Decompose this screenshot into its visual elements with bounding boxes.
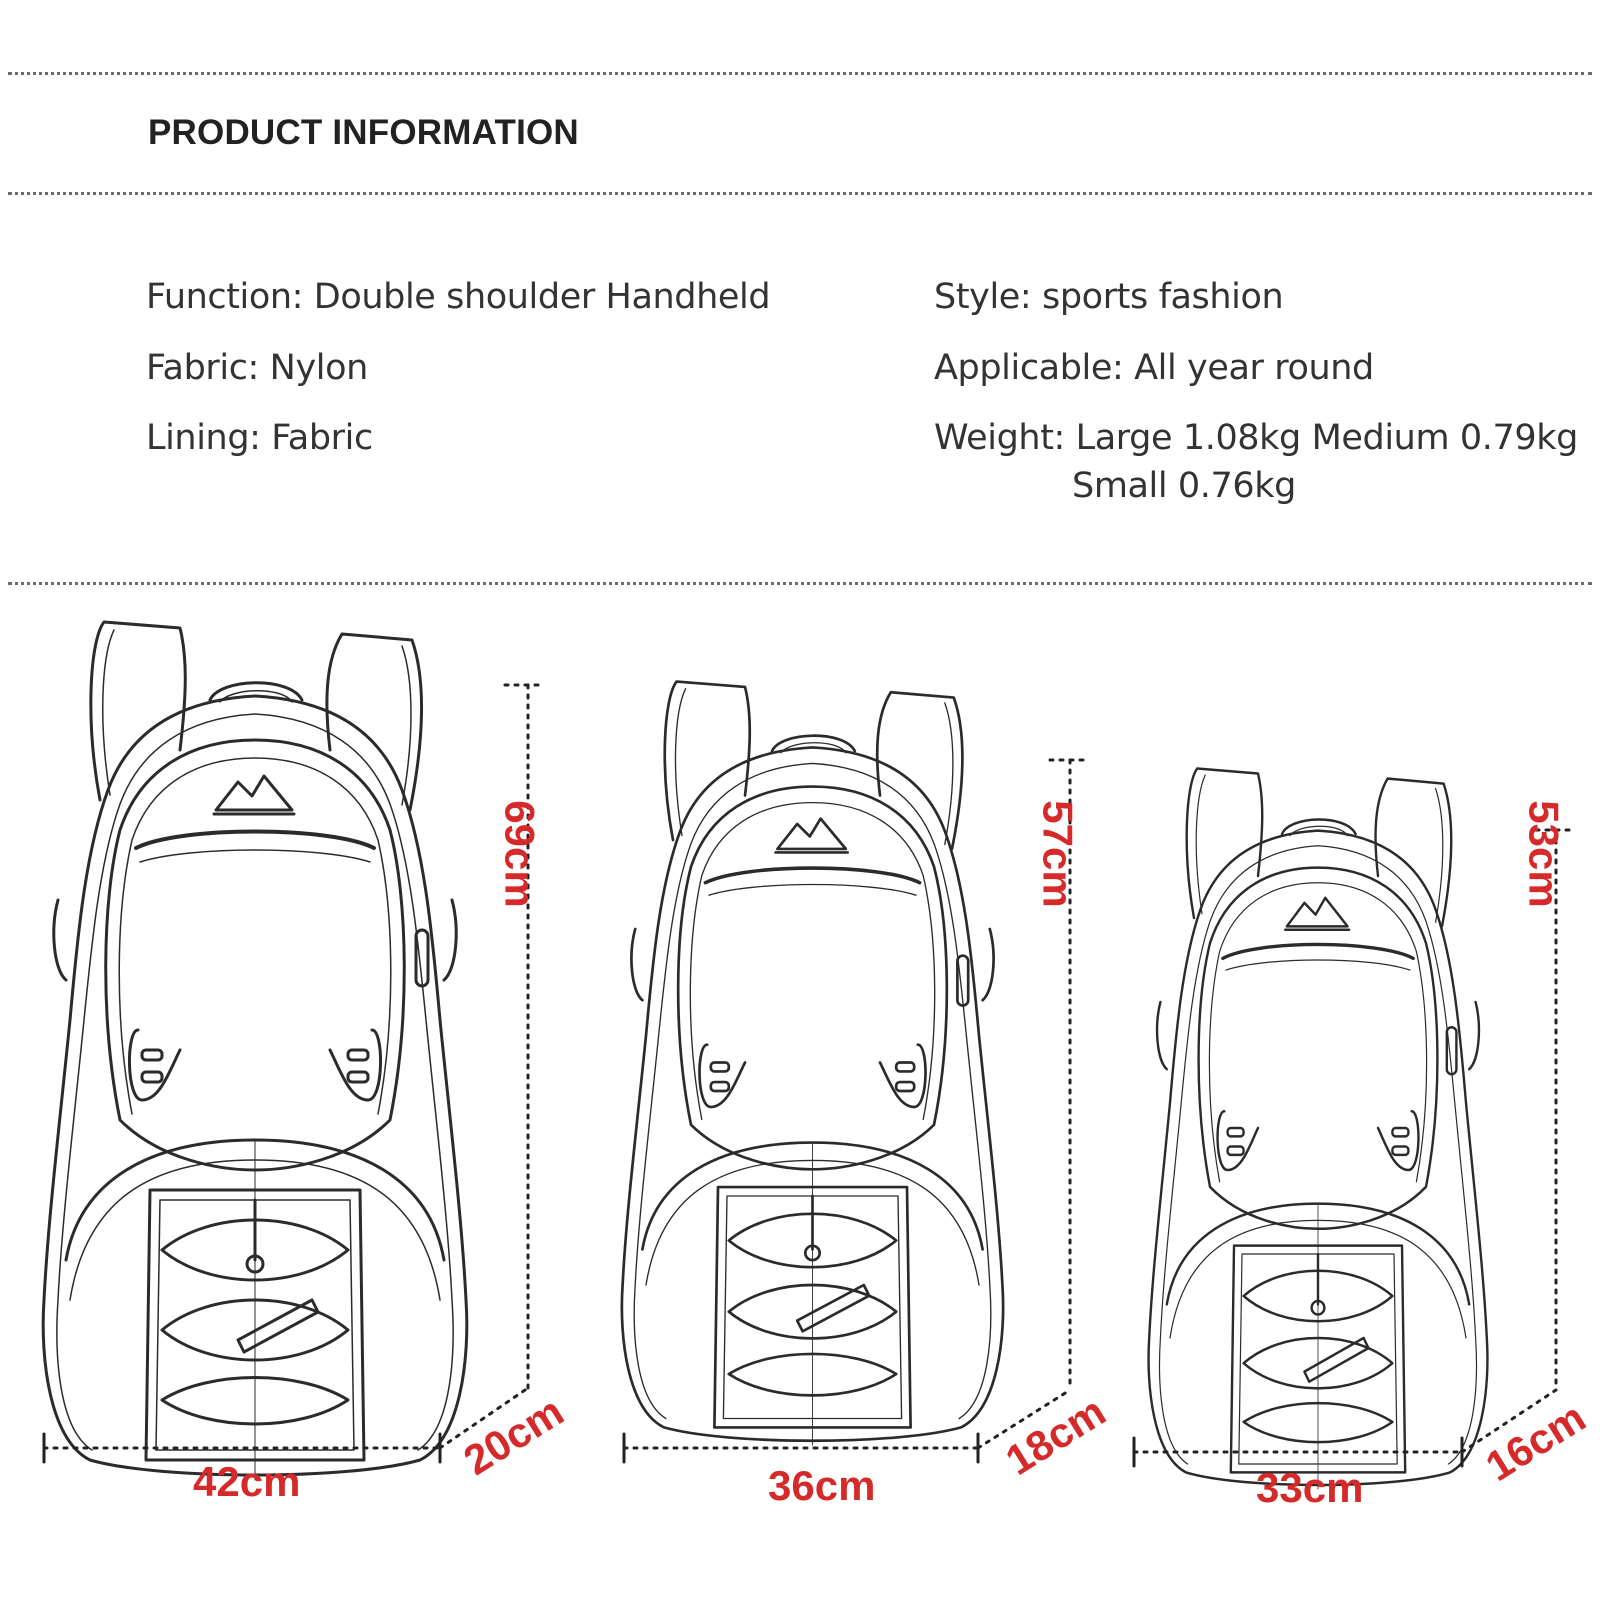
spec-weight: Weight: Large 1.08kg Medium 0.79kg [934, 418, 1578, 458]
top-dotted-divider [8, 72, 1592, 75]
spec-function: Function: Double shoulder Handheld [146, 277, 771, 317]
spec-weight-small: Small 0.76kg [1072, 466, 1296, 506]
backpack-small-illustration [1146, 766, 1490, 1491]
large-height-label: 69cm [496, 800, 544, 908]
spec-style: Style: sports fashion [934, 277, 1284, 317]
small-width-label: 33cm [1256, 1464, 1364, 1511]
medium-width-label: 36cm [768, 1462, 876, 1509]
medium-height-label: 57cm [1034, 800, 1082, 908]
page-title: PRODUCT INFORMATION [148, 113, 579, 152]
spec-fabric: Fabric: Nylon [146, 348, 368, 388]
specs-dotted-divider [8, 582, 1592, 585]
backpack-large-illustration [41, 620, 469, 1482]
large-width-label: 42cm [193, 1458, 301, 1505]
title-dotted-divider [8, 192, 1592, 195]
spec-lining: Lining: Fabric [146, 418, 373, 458]
backpack-medium-illustration [620, 679, 1005, 1447]
spec-applicable: Applicable: All year round [934, 348, 1374, 388]
small-height-label: 53cm [1520, 800, 1568, 908]
backpack-size-figure: 69cm 42cm 20cm 57cm 36cm 18cm 53cm 33cm … [0, 600, 1600, 1600]
